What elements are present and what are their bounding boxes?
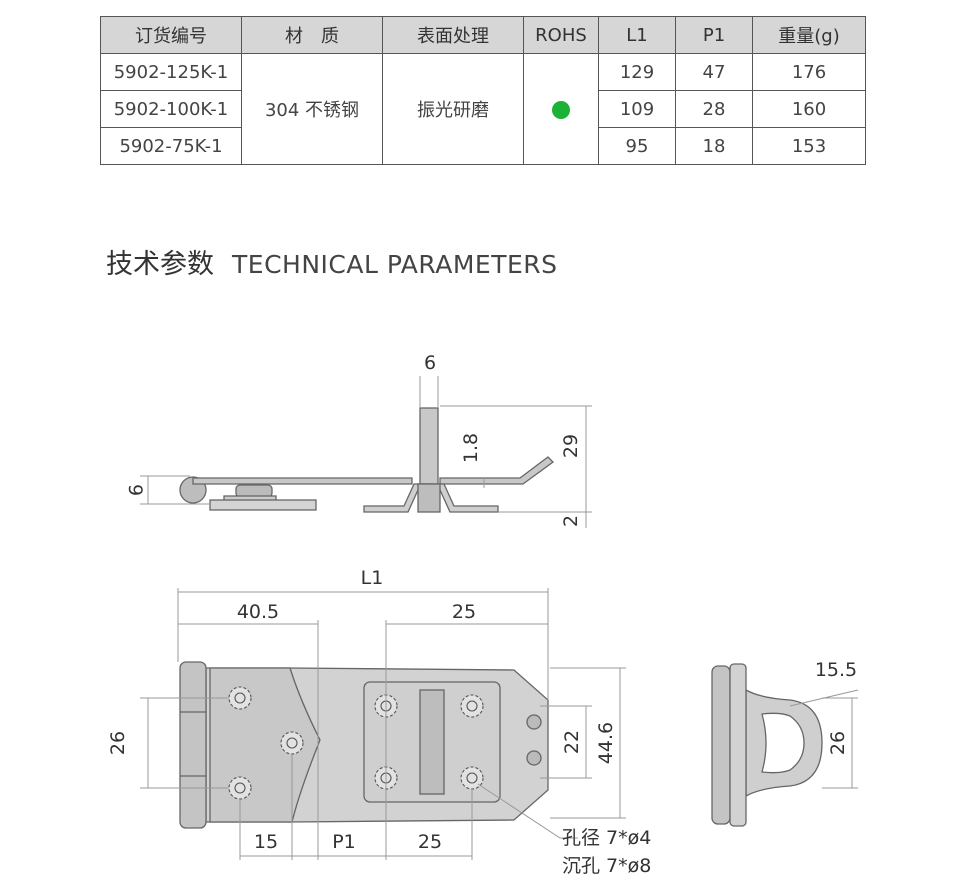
table-row: 5902-100K-1 109 28 160	[100, 90, 866, 128]
dim-p1: P1	[332, 831, 356, 853]
section-title-cn: 技术参数	[106, 249, 214, 280]
end-loop-opening	[761, 712, 805, 774]
side-staple-eye	[417, 483, 441, 513]
hole	[466, 700, 478, 712]
dim-side-base: 2	[560, 515, 582, 527]
hole	[234, 692, 246, 704]
end-view	[711, 663, 823, 827]
dim-44-6: 44.6	[595, 722, 617, 764]
side-strap-tail	[439, 456, 554, 485]
end-dimension-lines	[789, 689, 859, 789]
cell-code: 5902-100K-1	[100, 90, 242, 128]
dim-22: 22	[561, 730, 583, 754]
end-hinge-barrel	[711, 665, 731, 825]
dim-15-5: 15.5	[815, 659, 857, 681]
header-p1: P1	[675, 16, 753, 54]
hole	[234, 782, 246, 794]
dim-26-right: 26	[827, 731, 849, 755]
section-title: 技术参数 TECHNICAL PARAMETERS	[106, 242, 558, 281]
dim-side-left: 9	[124, 484, 146, 496]
cell-rohs	[523, 53, 599, 165]
cell-material: 304 不锈钢	[241, 53, 383, 165]
top-holes	[228, 686, 484, 800]
tail-hole	[526, 714, 542, 730]
cell-code: 5902-75K-1	[100, 127, 242, 165]
cell-p1: 28	[675, 90, 753, 128]
dim-l1: L1	[361, 567, 384, 589]
hole-note-2: 沉孔 7*ø8	[562, 855, 651, 877]
cell-p1: 47	[675, 53, 753, 91]
cell-l1: 95	[598, 127, 676, 165]
hole	[286, 737, 298, 749]
end-plate	[729, 663, 747, 827]
dim-side-top: 6	[424, 352, 436, 374]
dim-40-5: 40.5	[237, 601, 279, 623]
side-dimension-lines	[140, 376, 592, 528]
top-dimension-lines	[140, 588, 626, 860]
cell-p1: 18	[675, 127, 753, 165]
dim-side-height: 29	[560, 434, 582, 458]
top-staple-loop	[419, 689, 445, 795]
dim-15: 15	[254, 831, 278, 853]
side-staple-post	[419, 407, 439, 485]
table-row: 5902-75K-1 95 18 153	[100, 127, 866, 165]
rohs-status-dot	[552, 100, 570, 119]
side-view	[179, 407, 554, 513]
header-code: 订货编号	[100, 16, 242, 54]
dim-side-thick: 1.8	[460, 433, 482, 463]
top-view	[179, 661, 549, 829]
dim-26: 26	[107, 731, 129, 755]
dim-25-bottom: 25	[418, 831, 442, 853]
dim-25-top: 25	[452, 601, 476, 623]
table-row: 5902-125K-1 304 不锈钢 振光研磨 129 47 176	[100, 53, 866, 165]
header-l1: L1	[598, 16, 676, 54]
cell-code: 5902-125K-1	[100, 53, 242, 91]
hole-note-1: 孔径 7*ø4	[562, 827, 651, 849]
table-header-row: 订货编号 材 质 表面处理 ROHS L1 P1 重量(g)	[100, 16, 866, 54]
cell-weight: 160	[752, 90, 866, 128]
cell-weight: 153	[752, 127, 866, 165]
hole	[466, 772, 478, 784]
side-rivet	[235, 484, 273, 498]
header-weight: 重量(g)	[752, 16, 866, 54]
top-hinge-barrel	[179, 661, 207, 829]
cell-finish: 振光研磨	[382, 53, 524, 165]
section-title-en: TECHNICAL PARAMETERS	[232, 250, 558, 279]
tail-hole	[526, 750, 542, 766]
cell-weight: 176	[752, 53, 866, 91]
spec-table: 订货编号 材 质 表面处理 ROHS L1 P1 重量(g) 5902-125K…	[100, 16, 866, 165]
side-base-plate	[209, 499, 317, 511]
side-strap	[192, 477, 413, 485]
